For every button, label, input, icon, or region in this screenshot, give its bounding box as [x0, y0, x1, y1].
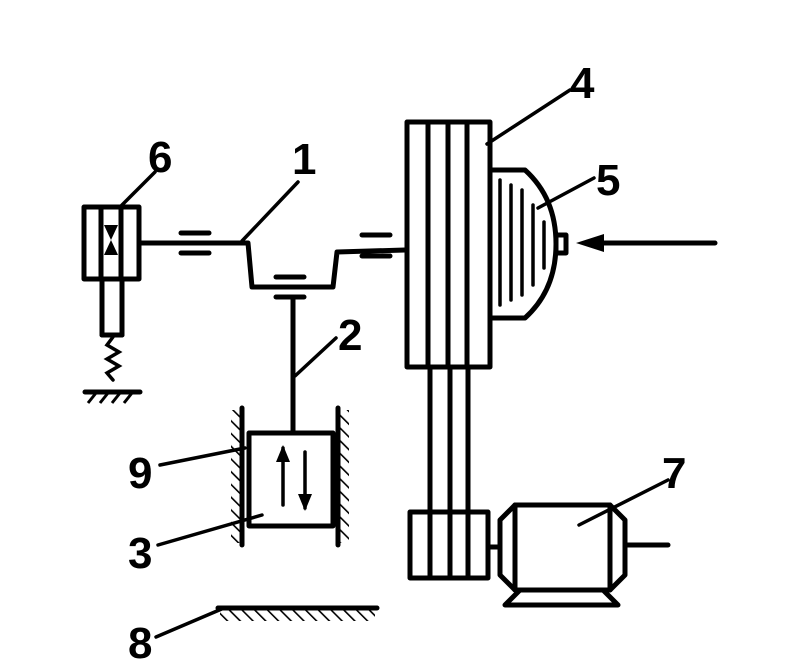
- label-7: 7: [662, 449, 686, 498]
- ground-base-8: [215, 605, 380, 621]
- label-9: 9: [128, 449, 152, 498]
- label-5: 5: [596, 156, 620, 205]
- bearing-block-6: [81, 204, 142, 338]
- label-2: 2: [338, 311, 362, 360]
- label-6: 6: [148, 133, 172, 182]
- leader-lines: [118, 88, 670, 639]
- clutch-5: [487, 167, 569, 321]
- label-4: 4: [570, 59, 595, 108]
- ground-hatch-spring: [82, 389, 143, 404]
- spring: [103, 335, 123, 382]
- drive-belt: [427, 364, 471, 581]
- flywheel-4: [404, 119, 493, 370]
- label-3: 3: [128, 529, 152, 578]
- piston-3: [246, 430, 336, 529]
- label-1: 1: [292, 135, 316, 184]
- input-force-arrow: [576, 234, 718, 252]
- motor-7: [485, 502, 671, 608]
- guide-right-9: [335, 405, 349, 548]
- connecting-rod-2: [273, 294, 307, 436]
- label-8: 8: [128, 619, 152, 668]
- crankshaft-1: [136, 230, 408, 290]
